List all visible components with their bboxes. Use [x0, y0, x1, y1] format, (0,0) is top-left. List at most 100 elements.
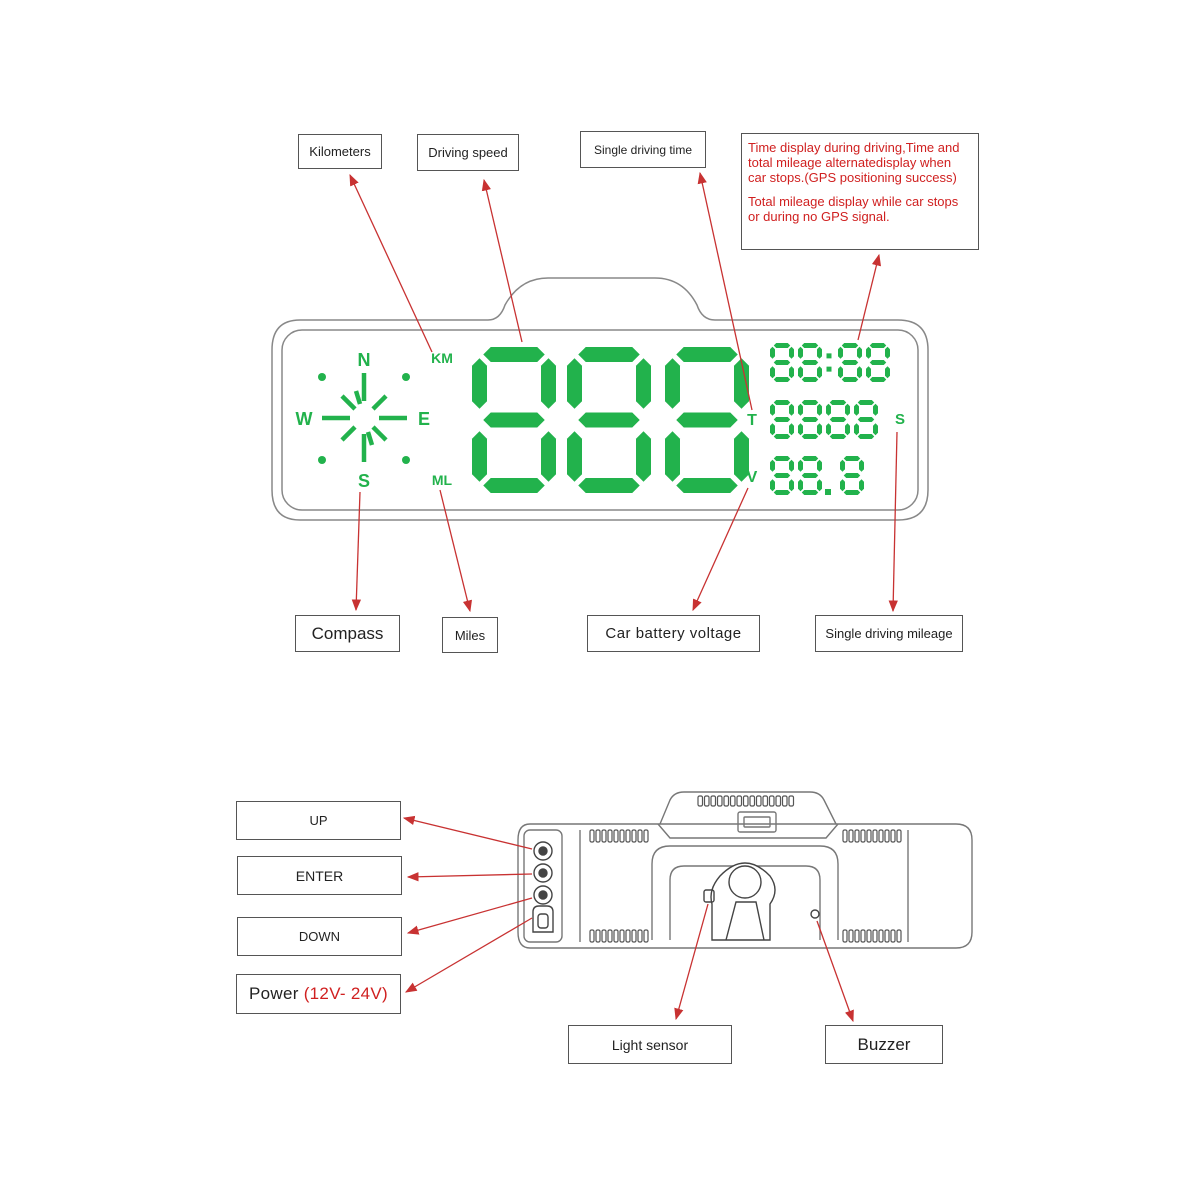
time-readout-digit-2-seg-b: [817, 346, 822, 359]
time-readout-digit-3-seg-e: [838, 366, 843, 379]
mileage-readout-digit-4-seg-c: [873, 423, 878, 436]
grill-upper-right-slot: [848, 829, 854, 843]
label-kilometers: Kilometers: [298, 134, 382, 169]
mileage-readout-digit-1-seg-c: [789, 423, 794, 436]
speed-digit-2: [567, 347, 651, 493]
speed-digit-1-seg-b: [541, 358, 556, 409]
speed-digit-3-seg-a: [676, 347, 738, 362]
top-arrows: [349, 171, 898, 613]
compass-south: S: [358, 471, 370, 491]
voltage-readout-digit-1-seg-a: [773, 456, 791, 461]
small-readouts: [770, 343, 890, 495]
compass-north: N: [358, 350, 371, 370]
speed-digit-3-seg-b: [734, 358, 749, 409]
speed-digit-2-seg-b: [636, 358, 651, 409]
speed-digit-3-seg-g: [676, 412, 738, 428]
grill-top-slot: [781, 795, 788, 807]
indicator-v: V: [747, 469, 758, 486]
time-readout-digit-3-seg-a: [841, 343, 859, 348]
time-readout-digit-4-seg-e: [866, 366, 871, 379]
speed-digit-1-seg-d: [483, 478, 545, 493]
time-readout-digit-1-seg-e: [770, 366, 775, 379]
mileage-readout-digit-3-seg-f: [826, 403, 831, 416]
grill-lower-right-slot: [860, 929, 866, 943]
grill-top-slot: [710, 795, 717, 807]
mileage-readout-digit-4-seg-d: [857, 434, 875, 439]
grill-upper-left-slot: [589, 829, 595, 843]
time-readout-digit-1-seg-c: [789, 366, 794, 379]
time-readout-digit-4-seg-b: [885, 346, 890, 359]
time-readout-digit-2-seg-f: [798, 346, 803, 359]
grill-upper-left-slot: [625, 829, 631, 843]
voltage-readout-digit-1-seg-g: [773, 473, 791, 478]
voltage-readout-digit-1: [770, 456, 794, 495]
time-readout-colon-top: [826, 353, 832, 359]
time-readout-colon-bottom: [826, 366, 832, 372]
label-miles: Miles: [442, 617, 498, 653]
speed-digits: [472, 347, 749, 493]
grill-upper-right-slot: [860, 829, 866, 843]
speed-digit-1: [472, 347, 556, 493]
voltage-readout-digit-1-seg-c: [789, 479, 794, 492]
label-down: DOWN: [237, 917, 402, 956]
voltage-readout-digit-3-seg-b: [859, 459, 864, 472]
grill-lower-right-slot: [848, 929, 854, 943]
voltage-readout-digit-2-seg-f: [798, 459, 803, 472]
grill-upper-left-slot: [595, 829, 601, 843]
grill-lower-left-slot: [619, 929, 625, 943]
mileage-readout-digit-2-seg-b: [817, 403, 822, 416]
grill-lower-left-slot: [595, 929, 601, 943]
voltage-readout-digit-2-seg-b: [817, 459, 822, 472]
time-readout-digit-2-seg-a: [801, 343, 819, 348]
mileage-readout-digit-1: [770, 400, 794, 439]
grill-upper-left-slot: [613, 829, 619, 843]
mileage-readout-digit-3: [826, 400, 850, 439]
voltage-readout-digit-2-seg-d: [801, 490, 819, 495]
grill-lower-left-slot: [631, 929, 637, 943]
grill-top-slot: [703, 795, 710, 807]
grill-top: [697, 795, 795, 807]
voltage-readout-digit-3-seg-g: [843, 473, 861, 478]
speed-digit-2-seg-a: [578, 347, 640, 362]
speed-digit-2-seg-c: [636, 431, 651, 482]
grill-upper-right-slot: [896, 829, 902, 843]
grill-upper-right-slot: [890, 829, 896, 843]
note-time-mileage: Time display during driving,Time and tot…: [741, 133, 979, 250]
speed-digit-2-seg-d: [578, 478, 640, 493]
grill-top-slot: [755, 795, 762, 807]
time-readout-digit-4: [866, 343, 890, 382]
speed-digit-3-seg-e: [665, 431, 680, 482]
grill-upper-right-slot: [884, 829, 890, 843]
grill-upper-left-slot: [601, 829, 607, 843]
grill-top-slot: [762, 795, 769, 807]
mount-knob: [710, 862, 776, 941]
time-readout-digit-1-seg-g: [773, 360, 791, 365]
mileage-readout-digit-2-seg-g: [801, 417, 819, 422]
hud-back-body: [517, 791, 973, 949]
bottom-arrows: [402, 815, 854, 1023]
unit-km: KM: [431, 350, 453, 366]
voltage-readout-digit-2-seg-e: [798, 479, 803, 492]
voltage-readout-digit-3-seg-c: [859, 479, 864, 492]
speed-digit-1-seg-c: [541, 431, 556, 482]
time-readout-digit-3-seg-b: [857, 346, 862, 359]
note-line-2: Total mileage display while car stops or…: [748, 194, 959, 224]
grill-lower-right-slot: [896, 929, 902, 943]
mileage-readout-digit-1-seg-b: [789, 403, 794, 416]
grill-upper-right-slot: [854, 829, 860, 843]
label-light-sensor: Light sensor: [568, 1025, 732, 1064]
mileage-readout-digit-2-seg-f: [798, 403, 803, 416]
voltage-readout-digit-1-seg-f: [770, 459, 775, 472]
note-line-1: Time display during driving,Time and tot…: [748, 140, 960, 185]
grill-upper-left-slot: [619, 829, 625, 843]
voltage-readout-digit-2-seg-g: [801, 473, 819, 478]
compass-west: W: [296, 409, 313, 429]
grill-lower-right: [842, 929, 902, 943]
grill-top-slot: [736, 795, 743, 807]
voltage-readout-digit-3: [840, 456, 864, 495]
grill-lower-left-slot: [643, 929, 649, 943]
compass-icon: [318, 373, 410, 464]
grill-lower-right-slot: [884, 929, 890, 943]
grill-upper-left-slot: [607, 829, 613, 843]
mileage-readout-digit-4-seg-e: [854, 423, 859, 436]
